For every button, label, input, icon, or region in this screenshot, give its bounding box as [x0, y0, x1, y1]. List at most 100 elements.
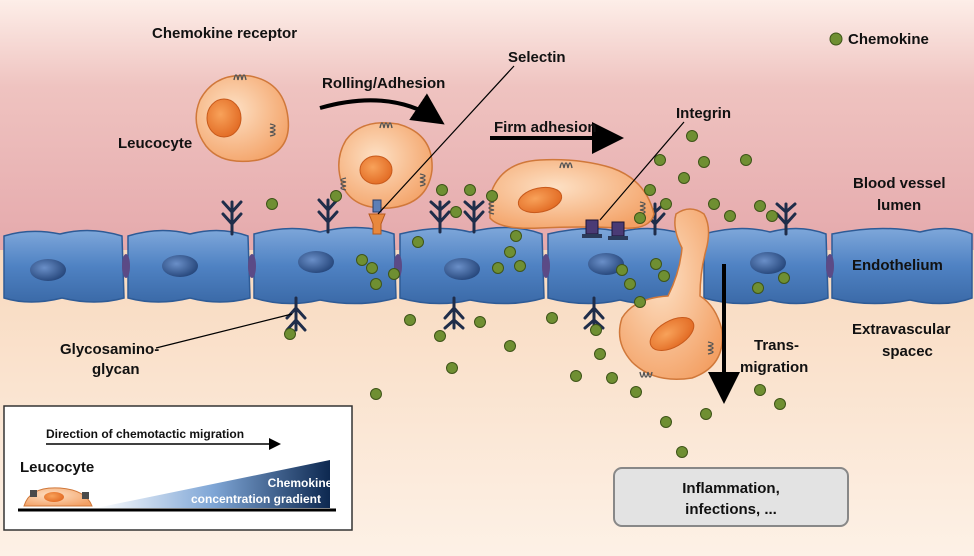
integrin-label: Integrin	[676, 105, 731, 122]
chemokine-dot	[654, 154, 666, 166]
chemokine-dot	[546, 312, 558, 324]
leucocyte-free	[195, 74, 290, 163]
chemokine-dot	[658, 270, 670, 282]
legend-gradient-label-2: concentration gradient	[191, 492, 321, 506]
blood-vessel-lumen-label: Blood vessel	[853, 175, 946, 192]
extravascular-label-2: spacec	[882, 343, 933, 360]
chemokine-dot	[624, 278, 636, 290]
integrin-ligand	[582, 234, 602, 238]
chemokine-dot	[510, 230, 522, 242]
integrin-icon	[611, 221, 625, 237]
leucocyte-label: Leucocyte	[118, 135, 192, 152]
cell-junction	[542, 254, 550, 278]
endothelial-nucleus	[588, 253, 624, 275]
chemokine-dot	[266, 198, 278, 210]
chemokine-dot	[774, 398, 786, 410]
selectin-label: Selectin	[508, 49, 566, 66]
chemokine-dot	[686, 130, 698, 142]
inflammation-label: Inflammation,	[682, 480, 780, 497]
integrin-ligand	[608, 236, 628, 240]
chemokine-dot	[474, 316, 486, 328]
chemokine-dot	[330, 190, 342, 202]
chemokine-dot	[754, 384, 766, 396]
leucocyte-nucleus	[206, 98, 242, 138]
chemokine-legend-dot-icon	[829, 32, 843, 46]
leucocyte-nucleus	[649, 317, 695, 351]
chemokine-dot	[676, 446, 688, 458]
chemokine-dot	[366, 262, 378, 274]
chemokine-dot	[754, 200, 766, 212]
selectin-pointer	[377, 65, 515, 215]
chemokine-receptor-icon	[340, 122, 426, 191]
chemokine-dot	[514, 260, 526, 272]
chemokine-dot	[644, 184, 656, 196]
chemokine-dot	[492, 262, 504, 274]
chemokine-dot	[724, 210, 736, 222]
chemokine-dot	[504, 246, 516, 258]
chemokine-dot	[464, 184, 476, 196]
chemokine-dot	[486, 190, 498, 202]
chemokine-dot	[778, 272, 790, 284]
legend-receptor-icon	[30, 490, 37, 497]
legend-box: Direction of chemotactic migration Leuco…	[3, 405, 353, 531]
chemokine-receptor-label: Chemokine receptor	[152, 25, 297, 42]
leucocyte-transmigrating	[618, 208, 724, 381]
glycosaminoglycan-pointer	[155, 313, 293, 349]
chemokine-dot	[606, 372, 618, 384]
chemokine-dot	[590, 324, 602, 336]
chemokine-dot	[660, 416, 672, 428]
endothelial-nucleus	[162, 255, 198, 277]
chemokine-dot	[660, 198, 672, 210]
chemokine-dot	[370, 278, 382, 290]
chemokine-legend-label: Chemokine	[848, 31, 929, 48]
chemokine-dot	[450, 206, 462, 218]
cell-junction	[826, 254, 834, 278]
legend-gradient-wedge	[96, 460, 330, 508]
chemokine-dot	[504, 340, 516, 352]
endothelium-label: Endothelium	[852, 257, 943, 274]
chemokine-dot	[634, 212, 646, 224]
chemokine-dot	[388, 268, 400, 280]
inflammation-box: Inflammation, infections, ...	[613, 467, 849, 527]
chemokine-dot	[708, 198, 720, 210]
selectin-icon	[372, 199, 382, 213]
chemokine-dot	[434, 330, 446, 342]
cell-junction	[248, 254, 256, 278]
chemokine-dot	[634, 296, 646, 308]
selectin-ligand	[368, 213, 386, 235]
chemokine-receptor-icon	[639, 341, 714, 378]
chemokine-dot	[284, 328, 296, 340]
chemokine-dot	[412, 236, 424, 248]
leucocyte-nucleus	[517, 186, 563, 214]
legend-receptor-icon	[82, 492, 89, 499]
chemokine-dot	[594, 348, 606, 360]
legend-direction-label: Direction of chemotactic migration	[46, 427, 244, 441]
endothelial-nucleus	[298, 251, 334, 273]
chemokine-dot	[752, 282, 764, 294]
glycosaminoglycans-luminal	[221, 198, 797, 236]
chemokine-dot	[370, 388, 382, 400]
lumen-background	[0, 0, 974, 250]
leucocyte-firm-adhesion	[488, 158, 655, 240]
chemokine-dot	[740, 154, 752, 166]
legend-leucocyte-label: Leucocyte	[20, 459, 94, 476]
chemokine-dot	[570, 370, 582, 382]
rolling-arrow	[319, 93, 445, 125]
glycosaminoglycan-label: Glycosamino-	[60, 341, 159, 358]
glycosaminoglycans-basal	[285, 296, 605, 332]
chemokine-dot	[678, 172, 690, 184]
chemokine-dot	[616, 264, 628, 276]
chemokine-dot	[436, 184, 448, 196]
transmigration-label: Trans-	[754, 337, 799, 354]
glycosaminoglycan-label-2: glycan	[92, 361, 140, 378]
chemokine-dot	[446, 362, 458, 374]
integrin-pointer	[599, 121, 685, 221]
chemokine-dot	[356, 254, 368, 266]
chemokine-dot	[630, 386, 642, 398]
chemokine-dot	[766, 210, 778, 222]
chemokine-dot	[700, 408, 712, 420]
endothelium-layer	[3, 226, 973, 305]
cell-junction	[122, 254, 130, 278]
chemokine-receptor-icon	[233, 74, 276, 137]
